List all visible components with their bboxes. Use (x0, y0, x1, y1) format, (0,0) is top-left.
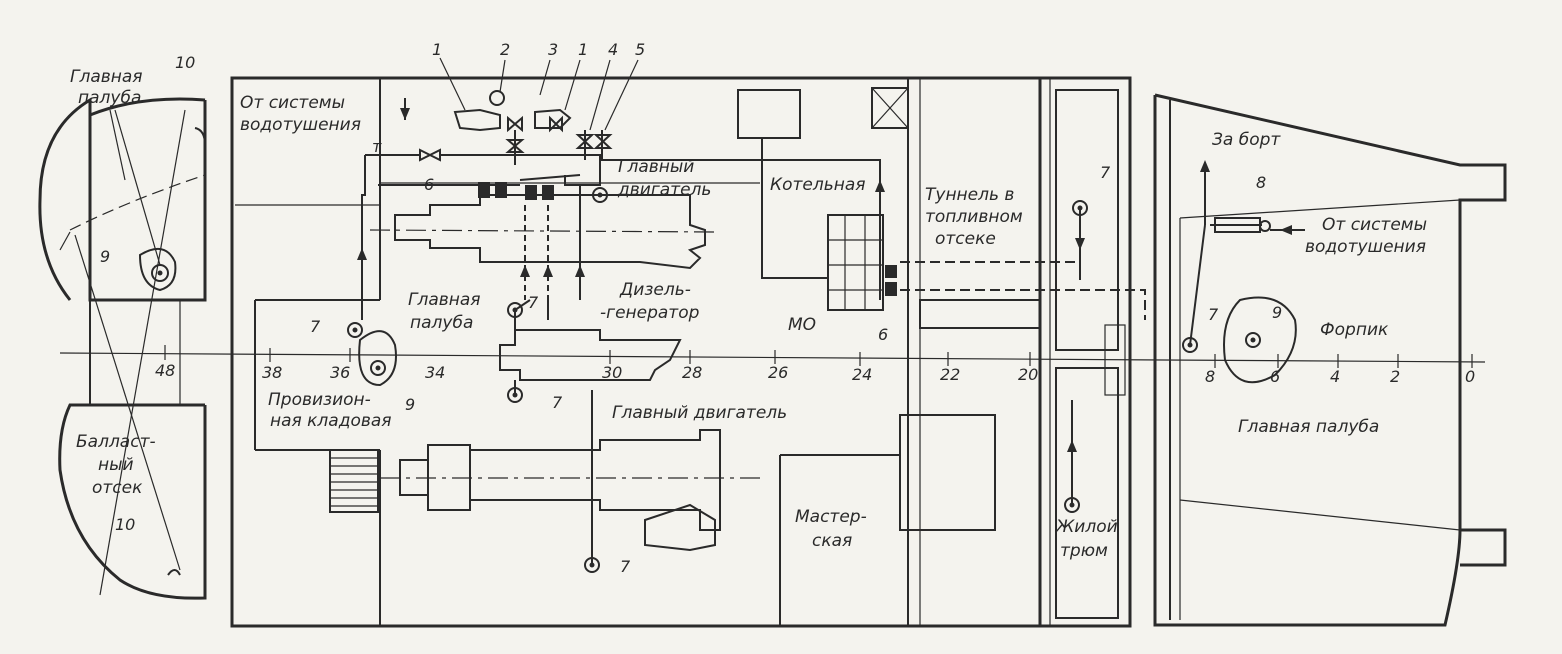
boiler (827, 214, 884, 311)
callout-7e: 7 (1208, 305, 1219, 324)
label-boiler-room: Котельная (770, 175, 865, 195)
label-main-deck-left-1: Главная (70, 67, 143, 87)
label-main-deck-left-2: палуба (78, 88, 141, 108)
ladder-provision (329, 449, 379, 513)
label-provision-store-2: ная кладовая (270, 411, 392, 431)
label-tunnel-2: топливном (925, 207, 1023, 227)
callout-6a: 6 (424, 175, 434, 194)
label-from-fire-system-right-1: От системы (1322, 215, 1427, 235)
label-diesel-generator-2: -генератор (600, 303, 700, 323)
label-workshop-2: ская (812, 531, 852, 551)
frame-2: 2 (1390, 367, 1400, 386)
label-provision-store-1: Провизион- (268, 390, 371, 410)
label-main-deck-mid-2: палуба (410, 313, 473, 333)
frame-24: 24 (852, 365, 872, 384)
main-hull-section (230, 76, 1132, 628)
frame-26: 26 (768, 363, 788, 382)
callout-1b: 1 (578, 40, 588, 59)
pump-units-top (453, 90, 572, 132)
label-from-fire-system-left-2: водотушения (240, 115, 361, 135)
callout-7c: 7 (620, 557, 631, 576)
leader-lines (109, 57, 639, 266)
callout-7f: 7 (528, 293, 539, 312)
label-crew-hold-1: Жилой (1055, 517, 1118, 537)
frame-6: 6 (1270, 367, 1280, 386)
label-engine-room: МО (788, 315, 816, 335)
pump-8 (1214, 217, 1271, 233)
callout-9b: 9 (405, 395, 415, 414)
fore-peak-section (1153, 93, 1507, 627)
hatch-left (138, 247, 397, 387)
callout-1a: 1 (432, 40, 442, 59)
label-tunnel-1: Туннель в (925, 185, 1014, 205)
centerline (59, 352, 1486, 363)
callout-8: 8 (1256, 173, 1266, 192)
label-main-deck-right: Главная палуба (1238, 417, 1379, 437)
aft-stern-section (38, 97, 207, 600)
hydrant-markers (151, 127, 1261, 576)
frame-ticks (164, 345, 1473, 368)
callout-2: 2 (500, 40, 510, 59)
label-main-deck-mid-1: Главная (408, 290, 481, 310)
frame-36: 36 (330, 363, 350, 382)
callout-7d: 7 (1100, 163, 1111, 182)
callout-10b: 10 (115, 515, 135, 534)
frame-8: 8 (1205, 367, 1215, 386)
frame-20: 20 (1018, 365, 1038, 384)
callout-4: 4 (608, 40, 618, 59)
diesel-generator (499, 329, 682, 381)
t-mark: т (372, 137, 382, 156)
label-forepeak: Форпик (1320, 320, 1389, 340)
label-ballast-1: Балласт- (76, 432, 156, 452)
callout-7b: 7 (552, 393, 563, 412)
label-main-engine-bottom: Главный двигатель (612, 403, 787, 423)
frame-22: 22 (940, 365, 960, 384)
strainers-6 (478, 182, 897, 296)
callout-9c: 9 (1272, 303, 1282, 322)
frame-48: 48 (155, 361, 175, 380)
frame-34: 34 (425, 363, 445, 382)
callout-9a: 9 (100, 247, 110, 266)
callout-6b: 6 (878, 325, 888, 344)
frame-28: 28 (682, 363, 702, 382)
callout-3: 3 (548, 40, 558, 59)
callout-7a: 7 (310, 317, 321, 336)
label-main-engine-top-1: Главный (618, 157, 694, 177)
label-ballast-2: ный (98, 455, 134, 475)
label-ballast-3: отсек (92, 478, 143, 498)
label-crew-hold-2: трюм (1060, 541, 1108, 561)
label-main-engine-top-2: двигатель (617, 180, 711, 200)
callout-10a: 10 (175, 53, 195, 72)
frame-38: 38 (262, 363, 282, 382)
label-workshop-1: Мастер- (795, 507, 867, 527)
label-diesel-generator-1: Дизель- (619, 280, 691, 300)
flow-arrows (357, 98, 1292, 452)
main-engine-lower (380, 429, 760, 552)
frame-0: 0 (1465, 367, 1475, 386)
frame-4: 4 (1330, 367, 1340, 386)
label-from-fire-system-right-2: водотушения (1305, 237, 1426, 257)
label-tunnel-3: отсеке (935, 229, 996, 249)
main-engine-upper (369, 194, 721, 270)
valves (419, 115, 613, 162)
frame-30: 30 (602, 363, 622, 382)
label-from-fire-system-left-1: От системы (240, 93, 345, 113)
callout-5: 5 (635, 40, 645, 59)
label-overboard: За борт (1212, 130, 1281, 150)
